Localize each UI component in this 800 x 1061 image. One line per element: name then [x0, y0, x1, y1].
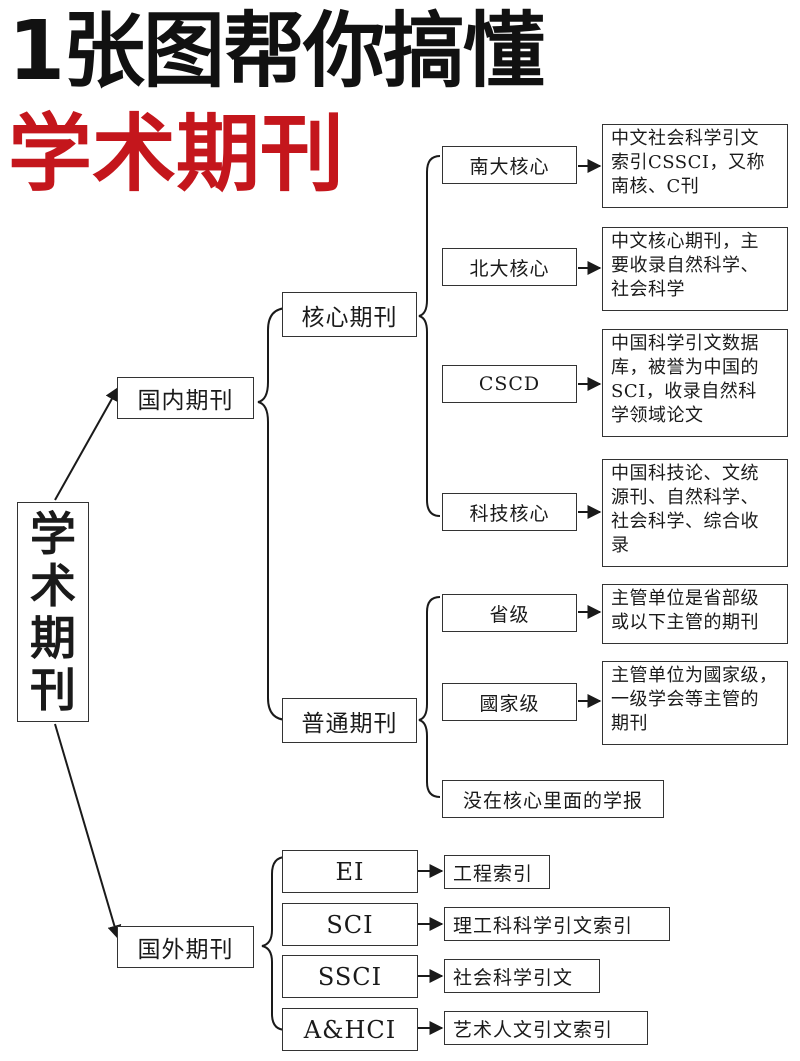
brace-domestic: [257, 307, 289, 721]
foreign-desc-ssci: 社会科学引文: [444, 959, 600, 993]
brace-core: [418, 155, 441, 517]
page-subtitle: 学术期刊: [8, 105, 345, 203]
foreign-desc-sci: 理工科科学引文索引: [444, 907, 670, 941]
brace-general: [418, 596, 441, 798]
foreign-desc-ahci: 艺术人文引文索引: [444, 1011, 648, 1045]
general-desc-national: 主管单位为國家级， 一级学会等主管的 期刊: [602, 661, 788, 745]
foreign-item-ei: EI: [282, 850, 418, 893]
general-journals-node: 普通期刊: [282, 698, 417, 743]
core-desc-beida: 中文核心期刊，主 要收录自然科学、 社会科学: [602, 227, 788, 311]
core-journals-node: 核心期刊: [282, 292, 417, 337]
core-item-nanda: 南大核心: [442, 146, 577, 184]
general-desc-provincial: 主管单位是省部级 或以下主管的期刊: [602, 584, 788, 644]
page-title: 1张图帮你搞懂: [8, 4, 545, 99]
general-item-national: 國家级: [442, 683, 577, 721]
foreign-desc-ei: 工程索引: [444, 855, 550, 889]
core-item-keji: 科技核心: [442, 493, 577, 531]
foreign-item-ahci: A&HCI: [282, 1008, 418, 1051]
domestic-journals-node: 国内期刊: [117, 377, 254, 419]
core-item-beida: 北大核心: [442, 248, 577, 286]
core-item-cscd: CSCD: [442, 365, 577, 403]
brace-foreign: [261, 856, 287, 1031]
core-desc-cscd: 中国科学引文数据 库，被誉为中国的 SCI，收录自然科 学领域论文: [602, 329, 788, 437]
core-desc-nanda: 中文社会科学引文 索引CSSCI，又称 南核、C刊: [602, 124, 788, 208]
arrow-root-domestic: [54, 386, 119, 501]
foreign-item-ssci: SSCI: [282, 955, 418, 998]
foreign-journals-node: 国外期刊: [117, 926, 254, 968]
arrow-root-foreign: [54, 723, 122, 940]
root-node: 学 术 期 刊: [17, 502, 89, 722]
general-item-other: 没在核心里面的学报: [442, 780, 664, 818]
general-item-provincial: 省级: [442, 594, 577, 632]
core-desc-keji: 中国科技论、文统 源刊、自然科学、 社会科学、综合收 录: [602, 459, 788, 567]
foreign-item-sci: SCI: [282, 903, 418, 946]
